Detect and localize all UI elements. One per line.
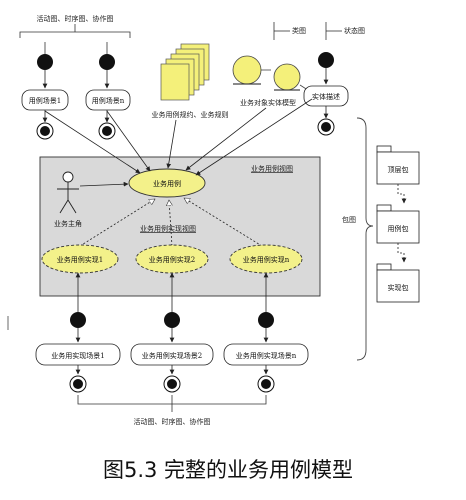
realization-view-label: 业务用例实现视图 (140, 224, 196, 233)
scenario-n-box (85, 89, 131, 111)
usecase-view-label: 业务用例视图 (251, 164, 293, 173)
actor-icon (57, 171, 79, 214)
start-node (318, 52, 334, 68)
end-node (257, 375, 275, 393)
package-usecase-label: 用例包 (388, 224, 409, 233)
top-left-group-label: 活动图、时序图、协作图 (37, 14, 114, 23)
realization-1-label: 业务用例实现1 (57, 255, 103, 264)
real-scenario-2-label: 业务用例实现场景2 (142, 351, 202, 360)
package-impl (376, 263, 420, 303)
end-node (69, 375, 87, 393)
real-scenario-1-label: 业务用实现场景1 (51, 351, 104, 360)
figure-caption: 图5.3 完整的业务用例模型 (103, 458, 353, 482)
package-top-label: 顶层包 (388, 165, 409, 174)
start-node (70, 312, 86, 328)
real-scenario-n-label: 业务用例实现场景n (236, 351, 297, 360)
class-diagram-label-group: 类图 (273, 22, 306, 40)
package-diagram-label: 包图 (342, 215, 356, 224)
entity-model-label: 业务对象实体模型 (240, 98, 296, 107)
package-top (376, 145, 420, 185)
end-node (36, 122, 54, 140)
scenario-1-label: 用例场景1 (29, 96, 61, 105)
bottom-group-label: 活动图、时序图、协作图 (134, 417, 211, 426)
package-usecase (376, 204, 420, 244)
start-node (37, 54, 53, 70)
end-node (317, 118, 335, 136)
bottom-bracket: 活动图、时序图、协作图 (77, 395, 267, 426)
document-stack-icon (160, 43, 210, 101)
start-node (99, 54, 115, 70)
package-brace (356, 117, 374, 361)
realization-2-label: 业务用例实现2 (149, 255, 195, 264)
end-node (98, 122, 116, 140)
scenario-n-label: 用例场景n (92, 96, 125, 105)
realization-n-label: 业务用例实现n (243, 255, 290, 264)
business-rules-label: 业务用例规约、业务规则 (152, 110, 229, 119)
start-node (164, 312, 180, 328)
package-impl-label: 实现包 (388, 283, 409, 292)
business-usecase-label: 业务用例 (153, 179, 181, 188)
start-node (258, 312, 274, 328)
entity-objects-icon (232, 55, 301, 91)
entity-desc-label: 实体描述 (312, 92, 340, 101)
state-diagram-label: 状态图 (344, 26, 365, 35)
end-node (163, 375, 181, 393)
actor-label: 业务主角 (54, 219, 82, 228)
top-left-bracket: 活动图、时序图、协作图 (19, 14, 131, 38)
state-diagram-label-group: 状态图 (325, 22, 365, 40)
business-usecase-ellipse (128, 168, 206, 198)
class-diagram-label: 类图 (292, 26, 306, 35)
